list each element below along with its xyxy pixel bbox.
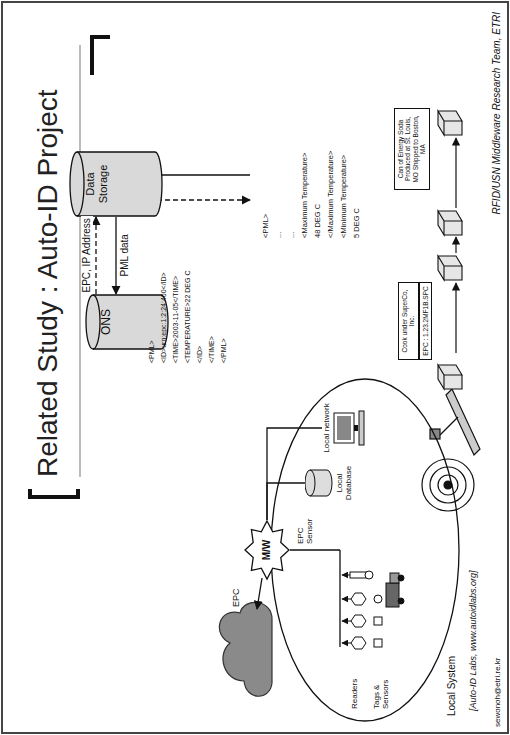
pml-line: </Maximum Temperature> [327, 151, 336, 238]
connector [115, 217, 116, 294]
footer-text: [Auto-ID Labs, www.autoidlabs.org] [468, 570, 478, 711]
node-text: Local network [322, 403, 331, 453]
pml-line: </PML> [220, 338, 228, 363]
screen [337, 416, 351, 440]
ons-cylinder: ONS [86, 294, 168, 350]
footer-text: sewonoh@etri.re.kr [493, 658, 502, 727]
cylinder-rim [93, 295, 100, 349]
local-system-outline [271, 379, 459, 721]
device-label: EPC Sensor [296, 512, 314, 544]
storage-cylinder: Data Storage [70, 151, 162, 217]
local-database: Local Database [305, 456, 353, 510]
reader-antenna [422, 459, 474, 511]
node-text: Data Storage [84, 151, 109, 217]
pml-line: ... [275, 232, 284, 238]
keyboard [359, 411, 364, 445]
node-text: EPC : 1.23.2MF1B.SPC [422, 285, 429, 357]
database-rim [310, 470, 315, 496]
device-label: Readers [350, 679, 359, 709]
node-text: Local Database [335, 456, 353, 510]
connector [267, 428, 322, 520]
reader-icons [342, 571, 382, 649]
node-text: Cook under SuperCo, Inc. [401, 285, 416, 357]
node-text: M/W [244, 520, 290, 580]
node-text: Can of Energy Soda Produced at St. Louis… [397, 111, 427, 187]
truck-icon [386, 573, 404, 607]
cylinder-body [86, 295, 168, 349]
computer-icon [333, 403, 365, 453]
connector [95, 217, 96, 294]
edge-label: EPC, IP Address [81, 216, 93, 294]
product-boxes [438, 111, 462, 389]
pml-line: <PML> [148, 340, 156, 363]
internet-cloud [219, 602, 272, 696]
bus-line [339, 550, 340, 647]
stand [354, 425, 358, 431]
pml-line: ... [288, 232, 297, 238]
flow-arrows [455, 138, 456, 353]
cylinder-body [70, 152, 162, 216]
cylinder-shape [70, 151, 162, 217]
cloud-label: EPC [231, 588, 241, 607]
corner-bracket [92, 37, 110, 75]
epc-arrow [257, 578, 262, 609]
pml-line: <Maximum Temperature> [301, 153, 310, 238]
pml-line: 5 DEG C [353, 208, 362, 238]
local-system-ellipse: Local SystemM/WLocal DatabaseLocal netwo… [270, 378, 460, 722]
pml-line: 48 DEG C [314, 204, 323, 238]
tag-label-box: Cook under SuperCo, Inc. [398, 282, 419, 360]
slide-title: Related Study : Auto-ID Project [32, 89, 64, 477]
ellipse-shape [270, 378, 460, 722]
title-bracket [30, 489, 78, 497]
star-outline [245, 521, 289, 579]
pml-line: <Minimum Temperature> [340, 155, 349, 238]
footer-text: RFID/USN Middleware Research Team, ETRI [491, 12, 503, 214]
pml-line: <TIME>2003-11-05</TIME> [172, 276, 180, 363]
node-text: ONS [100, 294, 114, 350]
cylinder-rim [77, 152, 84, 216]
tag-label-box: EPC : 1.23.2MF1B.SPC [419, 282, 432, 360]
pml-line: </TIME> [208, 336, 216, 363]
edge-label: PML data [119, 232, 131, 278]
local-network: Local network [322, 403, 365, 453]
middleware-star: M/W [244, 520, 290, 580]
bus-line [290, 549, 340, 550]
database-icon [305, 456, 333, 510]
region-label: Local System [446, 656, 458, 716]
monitor [334, 413, 354, 443]
pml-line: </ID> [196, 346, 204, 363]
database-body [305, 470, 332, 496]
conveyor [430, 389, 480, 455]
cylinder-shape [86, 294, 168, 350]
pml-line: <ID>urn:epc:1:2:24:400</ID> [160, 272, 168, 363]
pml-line: <PML> [262, 214, 271, 238]
product-label-box: Can of Energy Soda Produced at St. Louis… [394, 108, 430, 190]
pml-line: <TEMPERATURE>22 DEG C [184, 271, 192, 363]
device-label: Tags & Sensors [372, 663, 390, 709]
